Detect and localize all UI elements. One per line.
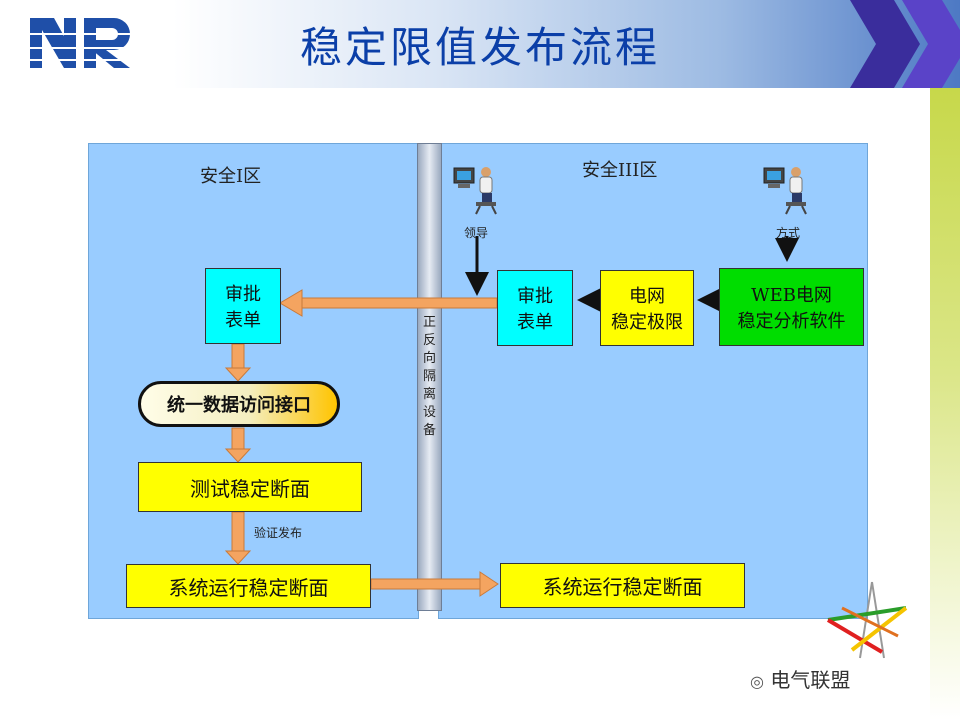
grid-stability-limit: 电网稳定极限: [600, 270, 694, 346]
header-chevron-decoration: [850, 0, 960, 88]
verify-publish-label: 验证发布: [254, 526, 303, 540]
watermark-chat-icon: ◎: [750, 672, 764, 691]
watermark-label: 电气联盟: [770, 668, 851, 692]
web-stability-analysis-software-label: WEB电网稳定分析软件: [737, 285, 846, 332]
right-approval-form-label: 审批表单: [517, 286, 553, 333]
leader-person-icon: [453, 167, 497, 215]
leader-label: 领导: [464, 226, 489, 240]
unified-data-access-interface-label: 统一数据访问接口: [167, 395, 311, 416]
side-accent-bar: [930, 88, 960, 720]
method-person-icon: [763, 167, 807, 215]
star-logo-icon: [826, 581, 908, 659]
left-running-stable-section: 系统运行稳定断面: [126, 564, 371, 608]
watermark-text: ◎ 电气联盟: [750, 664, 850, 693]
isolation-device: 正反向隔离设备: [417, 143, 442, 611]
zone-security-3: [438, 143, 868, 619]
left-approval-form-label: 审批表单: [225, 284, 261, 331]
unified-data-access-interface: 统一数据访问接口: [138, 381, 340, 427]
test-stable-section-label: 测试稳定断面: [190, 476, 310, 501]
page-title: 稳定限值发布流程: [299, 23, 660, 72]
right-running-stable-section-label: 系统运行稳定断面: [542, 575, 703, 599]
left-approval-form: 审批表单: [205, 268, 281, 344]
right-approval-form: 审批表单: [497, 270, 573, 346]
left-running-stable-section-label: 系统运行稳定断面: [168, 575, 329, 600]
zone-3-label: 安全III区: [582, 160, 658, 181]
right-running-stable-section: 系统运行稳定断面: [500, 563, 745, 608]
web-stability-analysis-software: WEB电网稳定分析软件: [719, 268, 864, 346]
grid-stability-limit-label: 电网稳定极限: [611, 286, 683, 333]
header-bar: [0, 0, 960, 88]
zone-1-label: 安全Ⅰ区: [200, 166, 262, 187]
method-label: 方式: [776, 226, 801, 240]
isolation-device-label: 正反向隔离设备: [422, 315, 436, 438]
nr-logo: [30, 18, 138, 68]
test-stable-section: 测试稳定断面: [138, 462, 362, 512]
